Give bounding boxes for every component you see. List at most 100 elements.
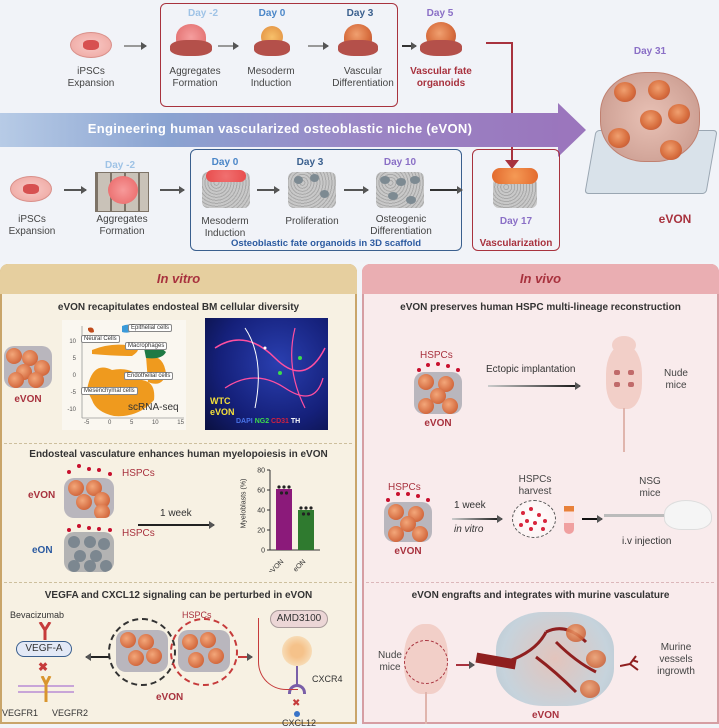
connector-line	[486, 42, 513, 44]
bar-evon	[276, 489, 292, 550]
vascular-organoid-sphere	[648, 80, 670, 100]
mouse-tail	[623, 408, 625, 452]
connector-arrowhead-icon	[505, 160, 519, 169]
in-vivo-sec3-title: eVON engrafts and integrates with murine…	[411, 590, 670, 601]
step-proliferation: Proliferation	[285, 216, 339, 227]
section-divider	[4, 582, 352, 583]
evon-label: eVON	[532, 710, 560, 721]
day-label: Day -2	[187, 8, 218, 19]
in-vitro-title: In vitro	[156, 271, 201, 286]
hspcs-label: HSPCs	[122, 468, 155, 479]
x-tick-label: eON	[292, 558, 307, 572]
stain-th: TH	[290, 418, 301, 425]
osteo-cell-icon	[294, 176, 303, 184]
vegf-a-pill: VEGF-A	[16, 641, 72, 657]
data-point	[306, 512, 311, 516]
day-label: Day 0	[211, 157, 239, 168]
evon-label: eVON	[28, 490, 56, 501]
implant-spot	[628, 370, 634, 375]
hspc-dot	[87, 467, 91, 471]
workflow-area: iPSCs Expansion Day -2 Aggregates Format…	[0, 0, 719, 262]
y-tick-label: 40	[257, 508, 265, 515]
vascular-organoid-sphere	[566, 624, 586, 642]
y-tick: -5	[70, 390, 76, 396]
aggregate-base	[170, 40, 212, 56]
scrna-seq-label: scRNA-seq	[128, 402, 179, 413]
ectopic-implantation-label: Ectopic implantation	[486, 364, 576, 375]
amd-inhibition-line	[258, 618, 298, 690]
evon-label: eVON	[156, 692, 184, 703]
in-vitro-sec3-title: VEGFA and CXCL12 signaling can be pertur…	[44, 590, 313, 601]
umap-label-macrophages: Macrophages	[125, 342, 168, 350]
microscopy-vessels	[214, 327, 326, 409]
hspc-dot	[97, 468, 101, 472]
hspc-dot	[406, 492, 410, 496]
hspcs-harvest-label: HSPCs harvest	[518, 474, 552, 497]
section-divider	[4, 443, 352, 444]
vascular-organoids-top	[492, 168, 538, 184]
hspc-dot	[446, 364, 450, 368]
vascular-organoid-sphere	[640, 110, 662, 130]
vascularization-box	[472, 149, 560, 251]
iv-injection-label: i.v injection	[622, 536, 672, 547]
vascularization-label: Vascularization	[479, 238, 553, 249]
data-point	[304, 506, 308, 510]
x-tick: -5	[84, 420, 90, 426]
hspcs-harvest-circle	[512, 500, 556, 538]
arrow-icon	[430, 186, 463, 194]
umap-cluster-neural	[88, 327, 94, 333]
left-arrow-icon	[86, 656, 110, 658]
implant-spot	[614, 382, 620, 387]
hspc-dot	[67, 470, 71, 474]
umap-label-endothelial: Endothelial cells	[124, 372, 174, 380]
evon-organoid-icon	[414, 372, 462, 414]
y-tick-label: 0	[261, 548, 265, 555]
osteo-cell-icon	[406, 196, 416, 204]
injection-arrow-icon	[582, 515, 603, 523]
bar-eon	[298, 510, 314, 550]
hspcs-label: HSPCs	[388, 482, 421, 493]
mouse-tail	[425, 692, 427, 724]
implantation-arrow-icon	[488, 382, 581, 390]
stain-dapi: DAPI	[236, 418, 253, 425]
data-point	[284, 491, 289, 495]
in-vitro-arrow-icon	[452, 515, 503, 523]
in-vitro-sec2-title: Endosteal vasculature enhances human mye…	[29, 449, 328, 460]
mouse-head	[612, 336, 636, 354]
umap-label-mesenchymal: Mesenchymal cells	[81, 387, 138, 395]
hspc-dot	[436, 362, 440, 366]
y-tick: -10	[67, 407, 76, 413]
umap-y-ticks: 10 5 0 -5 -10	[62, 334, 76, 419]
nsg-mouse-icon	[664, 500, 712, 530]
day-label: Day 5	[426, 8, 454, 19]
vascular-organoid-sphere	[586, 650, 606, 668]
hspc-dot	[87, 526, 91, 530]
stain-cd31: CD31	[271, 418, 289, 425]
hspcs-label: HSPCs	[182, 610, 212, 620]
stain-legend: DAPI NG2 CD31 TH	[236, 418, 300, 425]
umap-x-ticks: -5 0 5 10 15	[84, 420, 184, 426]
cxcl12-label: CXCL12	[282, 718, 317, 728]
inhibition-x-icon: ✖	[292, 698, 301, 709]
evon-label: eVON	[424, 418, 452, 429]
data-point	[279, 491, 284, 495]
arrow-icon	[64, 186, 87, 194]
right-arrow-icon	[238, 653, 253, 661]
arrow-icon	[124, 42, 147, 50]
osteo-cell-icon	[410, 176, 420, 184]
hspc-dot	[396, 492, 400, 496]
hspcs-label: HSPCs	[122, 528, 155, 539]
nude-mice-label: Nude mice	[664, 368, 688, 391]
data-point	[301, 512, 306, 516]
hspc-dot	[426, 498, 430, 502]
arrow-icon	[160, 186, 185, 194]
in-vivo-header	[362, 264, 719, 294]
connector-line	[511, 42, 513, 162]
step-osteogenic-differentiation: Osteogenic Differentiation	[370, 214, 432, 237]
evon-organoid-icon	[178, 630, 230, 672]
cxcr4-label: CXCR4	[312, 674, 343, 684]
hspc-dot	[97, 527, 101, 531]
organoid-base	[420, 40, 462, 56]
osteoblastic-box-caption: Osteoblastic fate organoids in 3D scaffo…	[230, 238, 422, 249]
